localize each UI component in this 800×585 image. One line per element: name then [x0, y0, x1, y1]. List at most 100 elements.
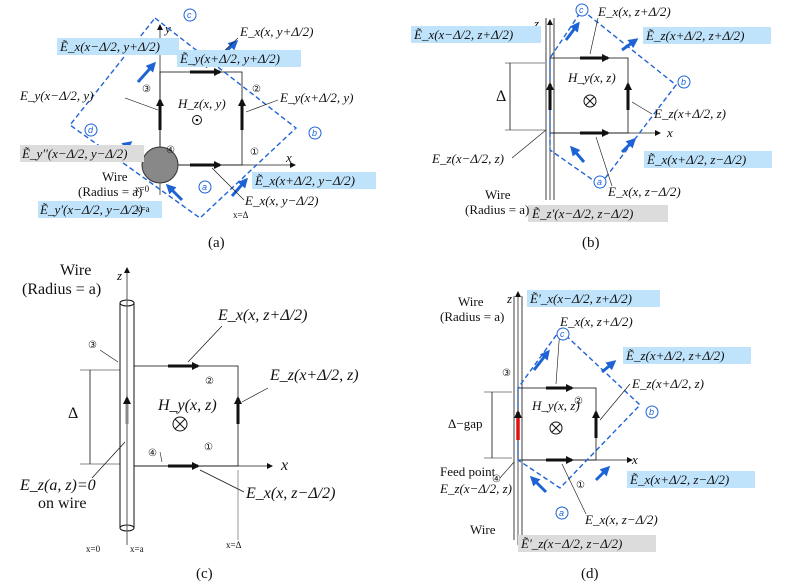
corner-c: c [579, 5, 584, 15]
ez-left-leader [511, 129, 547, 159]
tex-top-arrow [136, 61, 156, 83]
delta-label: Δ [68, 405, 78, 422]
caption-b: (b) [582, 235, 600, 251]
tex-bottom-label: Ẽ_x(x+Δ/2, z−Δ/2) [629, 472, 729, 487]
ez-right-leader [599, 383, 631, 421]
tez-p-label: Ẽ_z'(x−Δ/2, z−Δ/2) [531, 206, 633, 221]
out-of-plane-symbol [192, 115, 202, 125]
corner-c-marker [556, 327, 570, 341]
corner-a-marker [198, 180, 212, 194]
ex-bottom-label: E_x(x, y−Δ/2) [244, 193, 318, 208]
wire-label: Wire [60, 262, 91, 279]
gap-label: Δ−gap [448, 416, 482, 431]
hy-label: H_y(x, z) [567, 70, 616, 85]
into-plane-symbol [549, 421, 563, 435]
z-axis-label: z [506, 291, 512, 306]
num-4: ④ [166, 145, 175, 156]
num-2: ② [574, 396, 583, 407]
tey-p-label: Ẽ_y'(x−Δ/2, y−Δ/2) [39, 202, 143, 217]
corner-b: b [649, 407, 654, 417]
ex-top-label: E_x(x, z+Δ/2) [597, 4, 671, 19]
panel-d: Wire (Radius = a) z x Δ−gap H_y(x, z) Ẽ'… [439, 290, 755, 582]
ez-left-label: E_z(x−Δ/2, z) [431, 151, 504, 166]
tex-top-highlight [57, 38, 179, 55]
corner-a: a [559, 508, 564, 518]
tez-top-highlight [643, 27, 771, 44]
x-axis-label: x [285, 150, 292, 165]
hy-label: H_y(x, z) [157, 397, 217, 414]
tey-pp-highlight [20, 145, 144, 162]
corner-a: a [597, 177, 602, 187]
corner-b: b [681, 77, 686, 87]
on-wire-label: on wire [38, 495, 86, 512]
tex-bottom-arrow [230, 177, 248, 197]
ex-bottom-leader [595, 136, 613, 187]
corner-a: a [202, 182, 207, 192]
feed-leader [499, 461, 515, 479]
corner-a-marker [555, 506, 569, 520]
tez-p-label: Ẽ'_z(x−Δ/2, z−Δ/2) [520, 536, 622, 551]
x0-label: x=0 [135, 184, 150, 194]
num-1: ① [250, 147, 259, 158]
ez-wire-label: E_z(a, z)=0 [19, 477, 96, 494]
radius-label: (Radius = a) [22, 281, 101, 298]
wire-top-label: Wire [458, 294, 484, 309]
into-plane-cross-b [585, 96, 595, 106]
panel-b: x z Δ H_y(x, z) E_x(x, z+Δ/2) E_z(x+Δ/2,… [411, 3, 772, 251]
num-4: ④ [492, 474, 501, 485]
ey-right-leader [245, 99, 279, 113]
radius-label: (Radius = a) [78, 184, 142, 199]
into-plane-symbol [583, 94, 597, 108]
ez-right-leader [241, 387, 269, 403]
ez-wire-leader [91, 441, 126, 479]
corner-b-marker [677, 75, 691, 89]
x-axis-label: x [631, 452, 638, 467]
tez-p-arrow [529, 475, 548, 494]
num-1: ① [204, 442, 213, 453]
dashed-boundary [549, 8, 677, 186]
ez-right-label: E_z(x+Δ/2, z) [631, 376, 704, 391]
corner-c: c [187, 10, 192, 20]
into-plane-cross-b [551, 423, 561, 433]
feed-label: Feed point [440, 464, 496, 479]
tex-top-label: Ẽ_x(x−Δ/2, z+Δ/2) [413, 27, 513, 42]
wire-label: Wire [102, 169, 128, 184]
z-axis-label: z [533, 16, 539, 31]
tey-top-highlight [177, 50, 301, 67]
tez-top-arrow [601, 360, 617, 374]
x-axis-label: x [280, 457, 288, 474]
wire-cross-section [141, 146, 179, 184]
tex-top-highlight [411, 26, 541, 43]
tez-top-highlight [623, 347, 751, 364]
x-axis-label: x [666, 125, 673, 140]
ey-left-label: E_y(x−Δ/2, y) [19, 88, 93, 103]
num-2: ② [252, 84, 261, 95]
hz-label: H_z(x, y) [177, 96, 226, 111]
tex-bottom-highlight [644, 151, 772, 168]
ex-bottom-leader [199, 469, 245, 493]
tez-p-highlight [528, 205, 668, 222]
caption-a: (a) [208, 235, 225, 251]
tey-p-highlight [38, 201, 162, 218]
corner-b: b [312, 128, 317, 138]
tex-bottom-label: Ẽ_x(x+Δ/2, y−Δ/2) [254, 173, 355, 188]
tex-bottom-label: Ẽ_x(x+Δ/2, z−Δ/2) [646, 152, 746, 167]
tex-top-arrow [564, 21, 580, 41]
tex-top-highlight [527, 290, 660, 307]
ex-top-label: E_x(x, z+Δ/2) [217, 307, 308, 324]
x0-label: x=0 [86, 544, 101, 554]
tex-bottom-arrow [594, 465, 611, 482]
tey-top-label: Ẽ_y(x+Δ/2, y+Δ/2) [179, 51, 280, 66]
ex-top-label: E_x(x, z+Δ/2) [559, 314, 633, 329]
y-axis-label: y [163, 21, 171, 36]
tey-pp-label: Ẽ_y''(x−Δ/2, y−Δ/2) [21, 146, 128, 161]
ey-right-label: E_y(x+Δ/2, y) [279, 90, 353, 105]
z-axis-label: z [116, 268, 122, 283]
ex-bottom-label: E_x(x, z−Δ/2) [584, 512, 658, 527]
corner-a-marker [593, 175, 607, 189]
corner-b-marker [645, 405, 659, 419]
ex-bottom-leader [561, 463, 587, 515]
tex-bottom-highlight [627, 471, 755, 488]
ex-bottom-label: E_x(x, z−Δ/2) [245, 485, 336, 502]
into-plane-cross-b [174, 418, 186, 430]
